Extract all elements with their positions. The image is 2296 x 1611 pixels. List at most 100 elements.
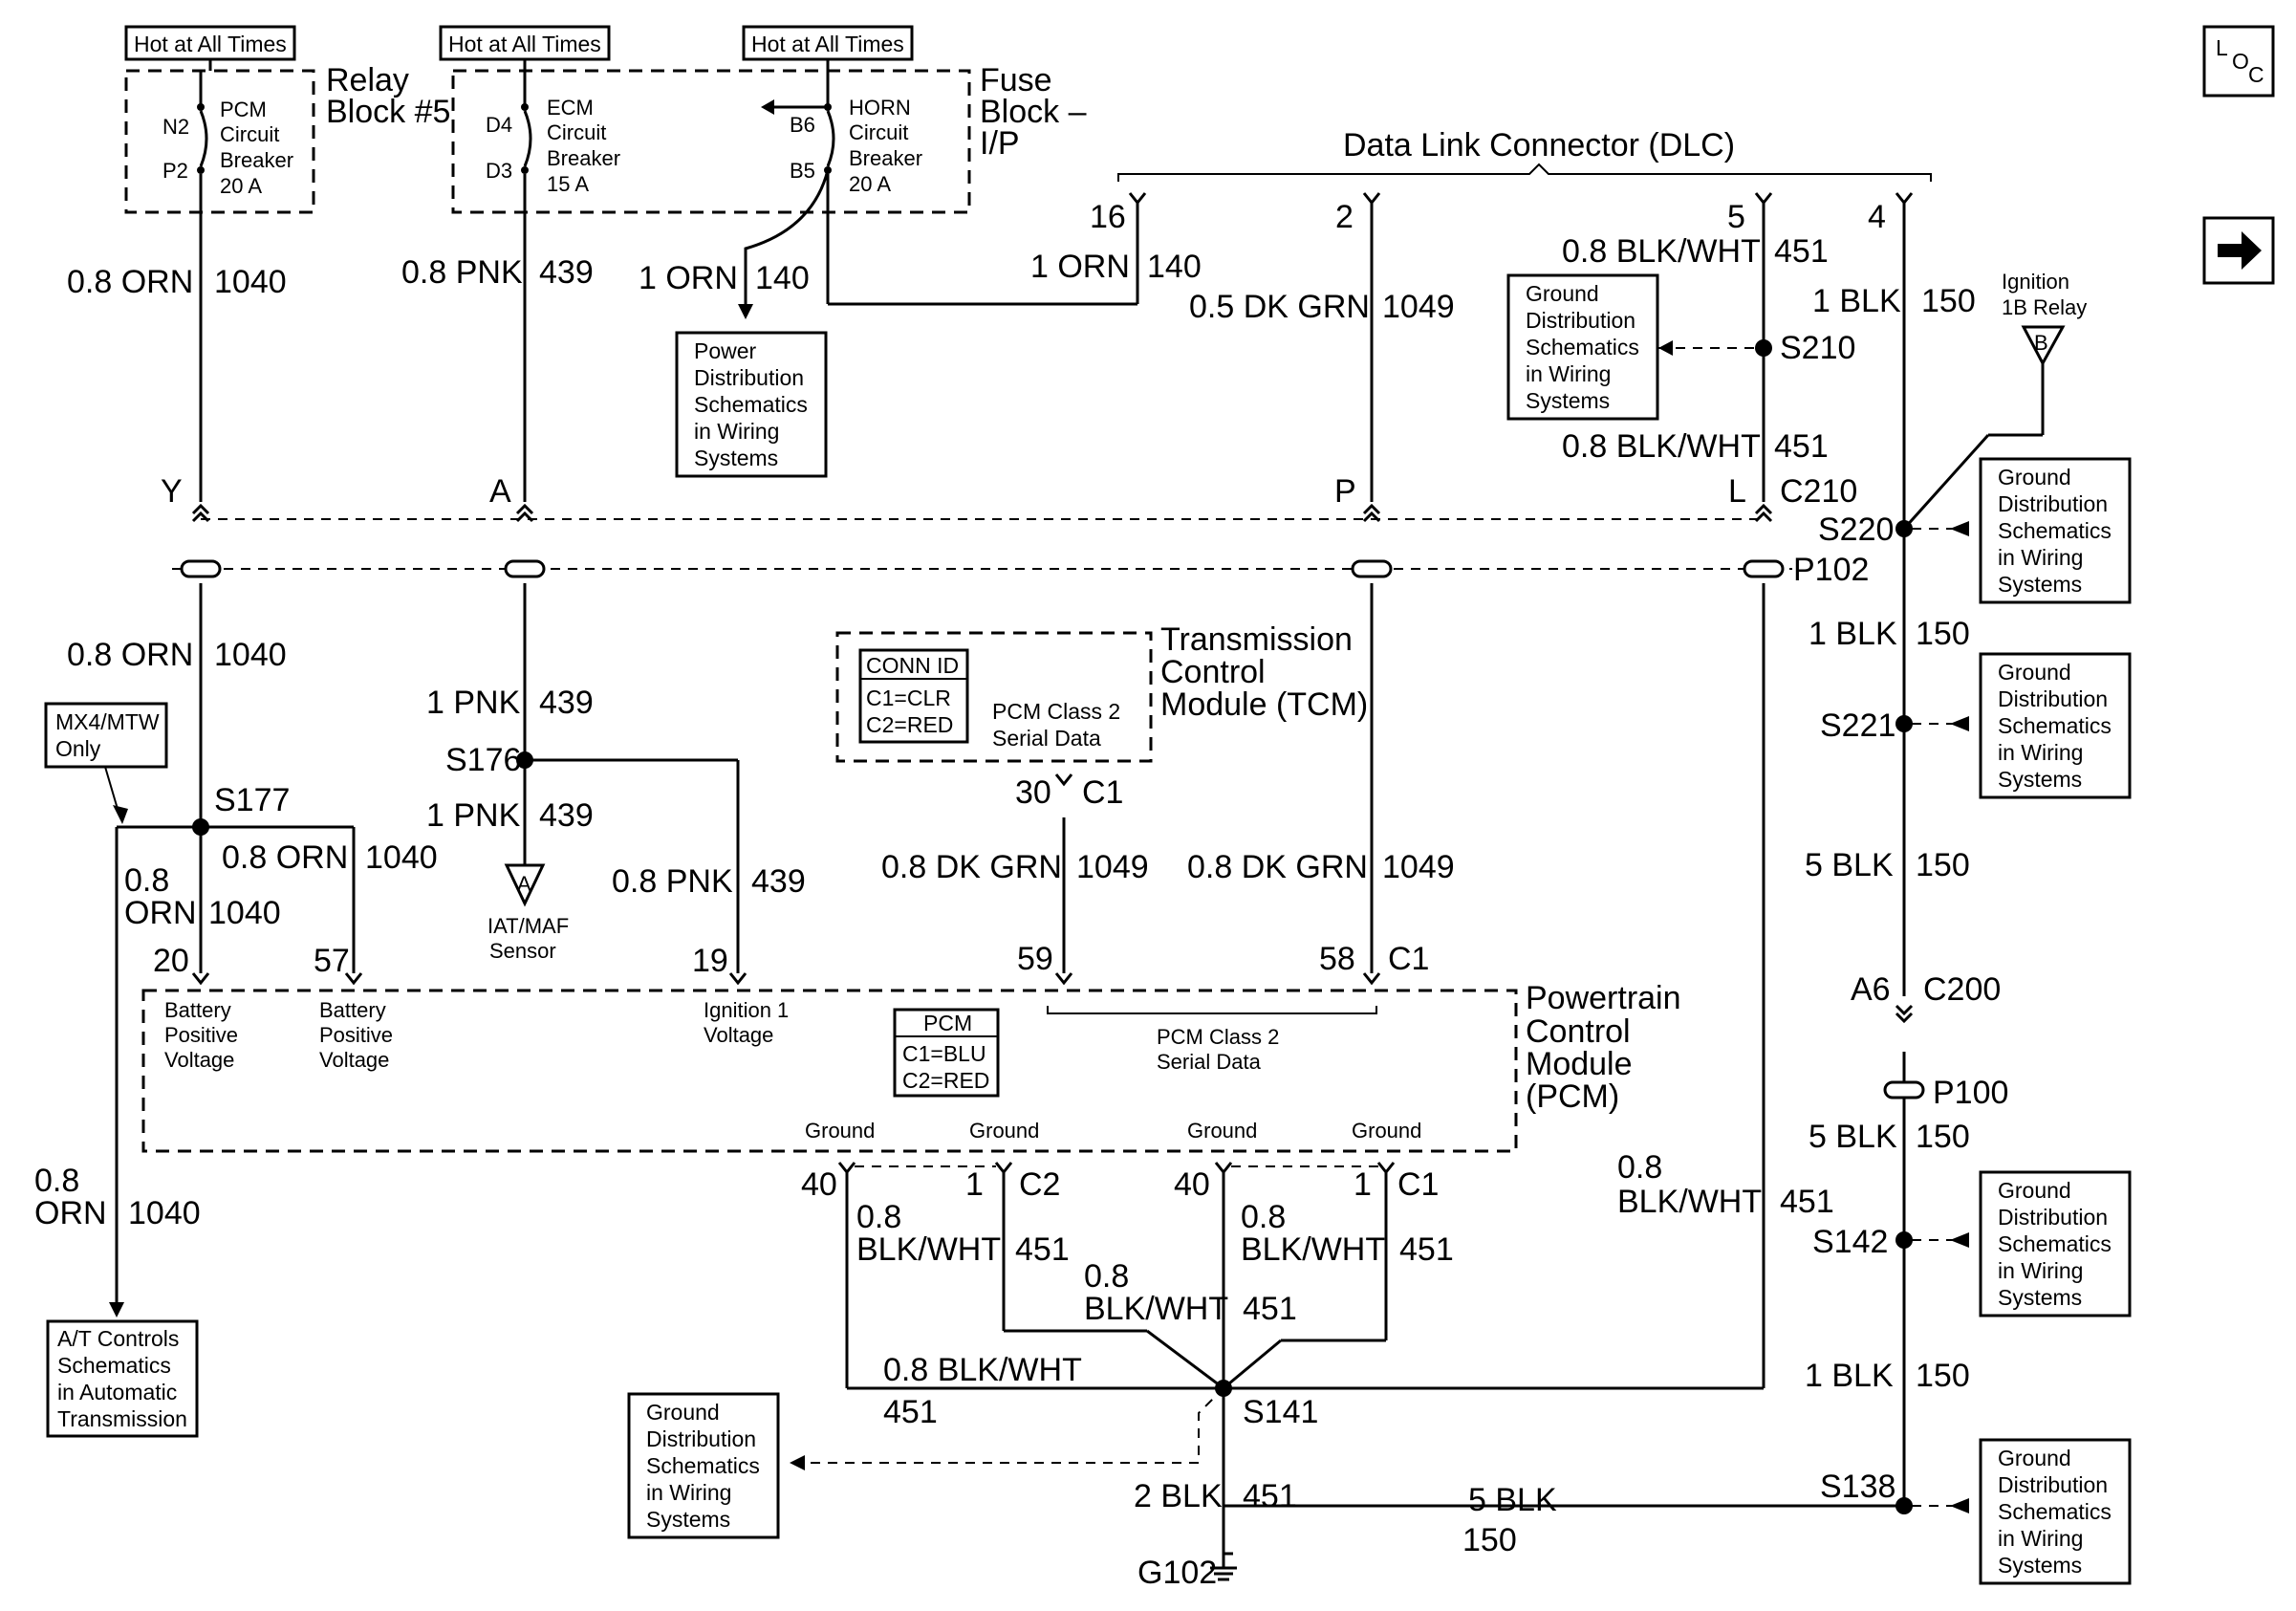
svg-text:150: 150: [1916, 847, 1970, 883]
svg-text:Voltage: Voltage: [164, 1048, 234, 1072]
svg-text:Distribution: Distribution: [646, 1426, 756, 1451]
svg-text:O: O: [2232, 49, 2249, 74]
svg-text:C1: C1: [1388, 941, 1429, 977]
svg-text:B6: B6: [790, 113, 815, 137]
splice-s210: S210: [1780, 330, 1855, 366]
connector-c200-p100: [1883, 1004, 1925, 1099]
svg-text:PCM Class 2: PCM Class 2: [1157, 1025, 1279, 1049]
svg-text:5: 5: [1727, 199, 1745, 235]
svg-text:ORN: ORN: [124, 895, 197, 931]
svg-text:Block –: Block –: [980, 94, 1087, 130]
svg-text:Data Link Connector (DLC): Data Link Connector (DLC): [1343, 127, 1735, 163]
svg-text:Positive: Positive: [319, 1023, 393, 1047]
svg-text:L: L: [2216, 35, 2228, 60]
svg-text:Transmission: Transmission: [1160, 621, 1353, 658]
svg-text:439: 439: [539, 797, 594, 834]
svg-text:in Wiring: in Wiring: [1998, 740, 2083, 765]
svg-text:0.8: 0.8: [34, 1163, 79, 1199]
svg-text:Sensor: Sensor: [489, 939, 556, 963]
ground-distribution-ref-s221[interactable]: Ground Distribution Schematics in Wiring…: [1912, 652, 2132, 799]
ground-distribution-ref-s141[interactable]: Ground Distribution Schematics in Wiring…: [627, 1387, 1224, 1539]
svg-text:15 A: 15 A: [547, 172, 589, 196]
svg-text:Ground: Ground: [1526, 281, 1599, 306]
svg-text:Control: Control: [1160, 654, 1266, 690]
hot-label-relay: Hot at All Times: [124, 25, 296, 61]
svg-text:1 BLK: 1 BLK: [1805, 1358, 1894, 1394]
svg-text:in Wiring: in Wiring: [694, 419, 779, 444]
svg-text:Power: Power: [694, 338, 757, 363]
power-distribution-ref[interactable]: Power Distribution Schematics in Wiring …: [675, 331, 828, 478]
svg-text:140: 140: [755, 260, 810, 296]
svg-text:0.8 PNK: 0.8 PNK: [612, 863, 733, 900]
svg-text:Systems: Systems: [1998, 572, 2082, 597]
svg-text:0.8 PNK: 0.8 PNK: [401, 254, 523, 291]
right-arrow-icon[interactable]: [2202, 216, 2275, 285]
svg-text:C2=RED: C2=RED: [866, 712, 953, 737]
svg-text:150: 150: [1916, 616, 1970, 652]
relay-block-5: Relay Block #5 N2 P2 PCM Circuit Breaker…: [124, 62, 450, 214]
svg-text:Systems: Systems: [646, 1507, 730, 1532]
svg-text:D4: D4: [486, 113, 512, 137]
svg-text:20 A: 20 A: [220, 174, 262, 198]
svg-text:0.8 DK GRN: 0.8 DK GRN: [1187, 849, 1368, 885]
svg-text:40: 40: [1174, 1166, 1210, 1203]
svg-text:58: 58: [1319, 941, 1355, 977]
svg-text:0.8: 0.8: [1617, 1149, 1662, 1186]
ground-distribution-ref-s142[interactable]: Ground Distribution Schematics in Wiring…: [1912, 1170, 2132, 1317]
connector-p100: P100: [1933, 1075, 2008, 1111]
svg-text:in Wiring: in Wiring: [1998, 1526, 2083, 1551]
svg-text:5 BLK: 5 BLK: [1468, 1482, 1557, 1518]
data-link-connector: Data Link Connector (DLC) 16 2 5 4: [1090, 127, 1932, 235]
svg-text:30: 30: [1015, 774, 1051, 811]
svg-text:59: 59: [1017, 941, 1053, 977]
svg-text:Serial Data: Serial Data: [992, 726, 1101, 751]
svg-text:150: 150: [1916, 1119, 1970, 1155]
svg-text:1B Relay: 1B Relay: [2002, 295, 2087, 319]
svg-text:Schematics: Schematics: [1526, 335, 1639, 359]
at-controls-ref[interactable]: A/T Controls Schematics in Automatic Tra…: [46, 1319, 199, 1438]
ground-distribution-ref-s210[interactable]: Ground Distribution Schematics in Wiring…: [1506, 273, 1659, 421]
svg-text:Circuit: Circuit: [220, 122, 279, 146]
svg-text:Distribution: Distribution: [1998, 1472, 2108, 1497]
svg-text:MX4/MTW: MX4/MTW: [55, 709, 160, 734]
svg-text:(PCM): (PCM): [1526, 1078, 1619, 1115]
svg-text:4: 4: [1868, 199, 1886, 235]
svg-text:1 PNK: 1 PNK: [426, 797, 521, 834]
ground-wires: [845, 1172, 1388, 1556]
svg-text:1 BLK: 1 BLK: [1809, 616, 1897, 652]
svg-text:B5: B5: [790, 159, 815, 183]
svg-text:0.8: 0.8: [1241, 1199, 1286, 1235]
iat-maf-sensor: A IAT/MAF Sensor: [487, 872, 569, 963]
svg-text:Schematics: Schematics: [57, 1353, 171, 1378]
svg-text:A/T Controls: A/T Controls: [57, 1326, 179, 1351]
svg-text:1040: 1040: [365, 839, 438, 876]
mx4-mtw-note: MX4/MTW Only: [44, 702, 168, 824]
svg-text:Distribution: Distribution: [1998, 1205, 2108, 1230]
svg-text:19: 19: [692, 943, 728, 979]
svg-text:Module (TCM): Module (TCM): [1160, 686, 1368, 723]
svg-text:Ground: Ground: [1998, 1178, 2071, 1203]
connector-a6: A6: [1851, 971, 1891, 1008]
svg-text:Systems: Systems: [1998, 1553, 2082, 1578]
svg-text:C1: C1: [1082, 774, 1123, 811]
svg-text:PCM: PCM: [923, 1011, 972, 1035]
ground-distribution-ref-s138[interactable]: Ground Distribution Schematics in Wiring…: [1912, 1438, 2132, 1585]
wire-439: [504, 212, 740, 973]
svg-text:ORN: ORN: [34, 1195, 107, 1231]
svg-text:Module: Module: [1526, 1046, 1633, 1082]
splice-s142: S142: [1812, 1224, 1888, 1260]
ground-distribution-ref-s220[interactable]: Ground Distribution Schematics in Wiring…: [1912, 457, 2132, 604]
svg-text:0.8: 0.8: [856, 1199, 901, 1235]
svg-text:Ground: Ground: [969, 1119, 1039, 1143]
svg-text:451: 451: [1243, 1291, 1297, 1327]
svg-text:Serial Data: Serial Data: [1157, 1050, 1262, 1074]
svg-text:A: A: [517, 872, 531, 896]
svg-text:Schematics: Schematics: [694, 392, 808, 417]
wire-150: [1224, 203, 2045, 1514]
svg-text:5 BLK: 5 BLK: [1805, 847, 1894, 883]
splice-s141: S141: [1243, 1394, 1318, 1430]
svg-text:Breaker: Breaker: [849, 146, 922, 170]
ignition-1b-relay: Ignition 1B Relay B: [2002, 270, 2087, 367]
svg-text:HORN: HORN: [849, 96, 911, 120]
